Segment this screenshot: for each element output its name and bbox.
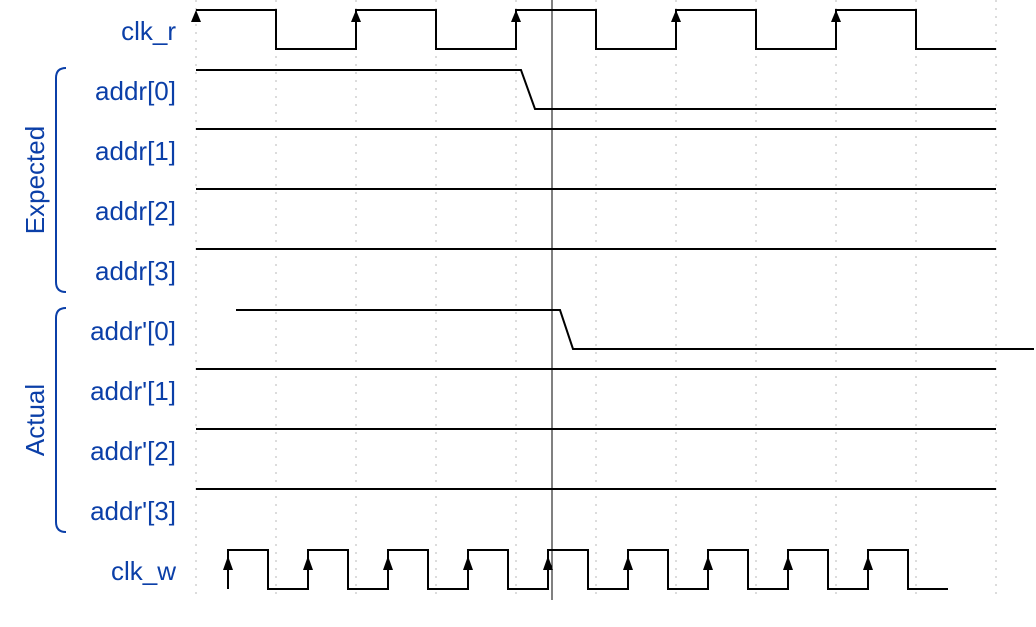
clk-w-rising-edge-arrows [223, 556, 873, 570]
label-addr-prime-1: addr'[1] [90, 376, 176, 406]
label-clk-w: clk_w [111, 556, 176, 586]
label-addr-prime-0: addr'[0] [90, 316, 176, 346]
actual-brace [55, 307, 67, 533]
wave-clk-r [196, 9, 996, 50]
label-clk-r: clk_r [121, 16, 176, 46]
label-addr-3: addr[3] [95, 256, 176, 286]
wave-clk-w [227, 549, 948, 590]
clk-r-rising-edge-arrows [191, 10, 841, 22]
wave-addr-0 [196, 69, 996, 110]
group-label-expected: Expected [20, 126, 50, 234]
wave-addr-prime-0 [236, 309, 1034, 350]
label-addr-prime-3: addr'[3] [90, 496, 176, 526]
group-label-actual: Actual [20, 384, 50, 456]
label-addr-prime-2: addr'[2] [90, 436, 176, 466]
expected-brace [55, 67, 67, 293]
label-addr-0: addr[0] [95, 76, 176, 106]
grid-lines [195, 0, 997, 600]
label-addr-2: addr[2] [95, 196, 176, 226]
label-addr-1: addr[1] [95, 136, 176, 166]
